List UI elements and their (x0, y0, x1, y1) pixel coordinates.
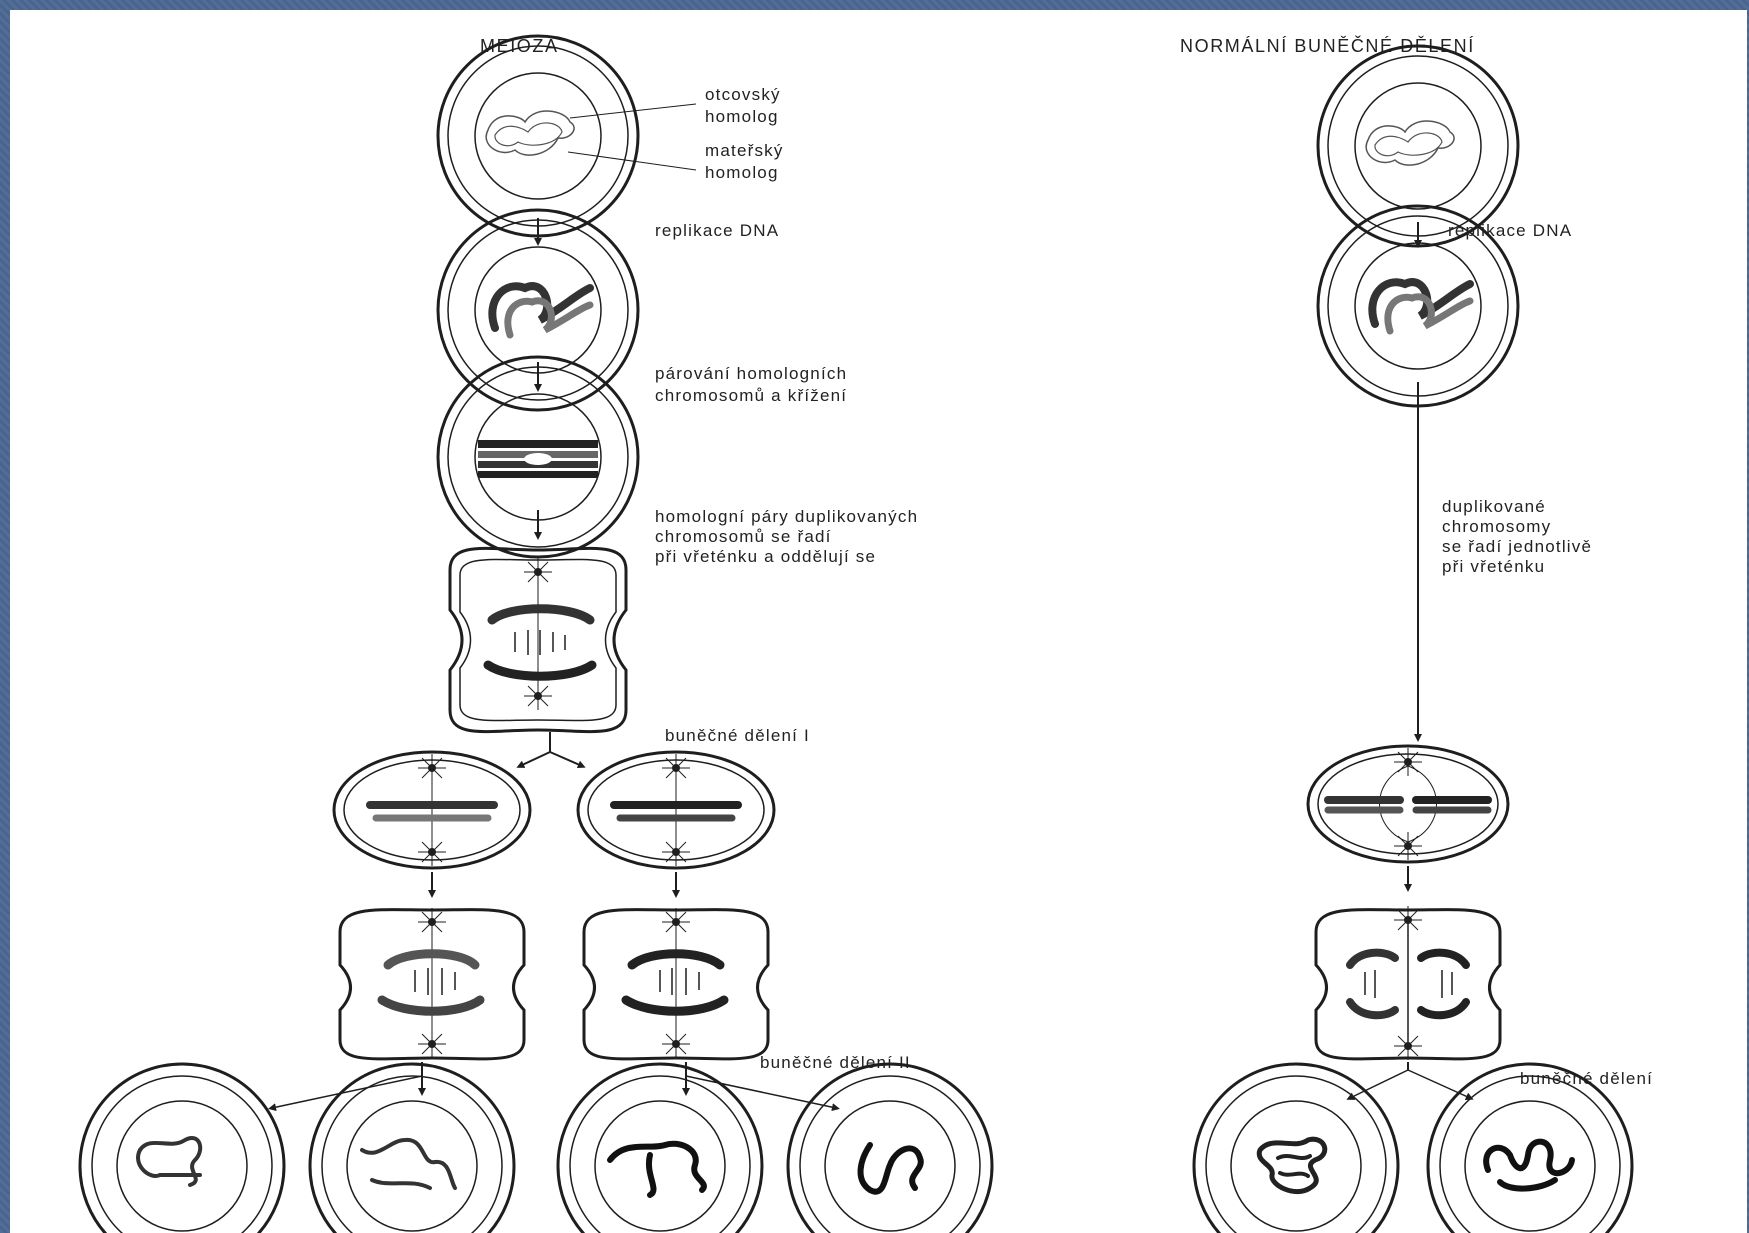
mitosis-alignment-label-2: chromosomy (1442, 517, 1551, 536)
meiosis-cell-initial (438, 36, 638, 236)
meiosis-gamete-3 (558, 1064, 762, 1233)
mitosis-alignment-label-3: se řadí jednotlivě (1442, 537, 1592, 556)
mitosis-division-label: buněčné dělení (1520, 1069, 1653, 1088)
mitosis-cell-metaphase (1308, 746, 1508, 862)
meiosis-alignment-label-2: chromosomů se řadí (655, 527, 832, 546)
meiosis-cell-metaphase-2-right (578, 752, 774, 868)
meiosis-pairing-label-1: párování homologních (655, 364, 847, 383)
paternal-homolog-label-1: otcovský (705, 85, 781, 104)
meiosis-gamete-4 (788, 1064, 992, 1233)
meiosis-cell-anaphase-2-right (584, 908, 768, 1059)
meiosis-cell-anaphase-2-left (340, 908, 524, 1059)
meiosis-cell-anaphase-1 (450, 548, 626, 731)
meiosis-gamete-2 (310, 1064, 514, 1233)
meiosis-split-arrows-2 (272, 1062, 836, 1108)
meiosis-replication-label: replikace DNA (655, 221, 779, 240)
meiosis-split-arrows-1 (520, 732, 582, 766)
mitosis-cell-anaphase (1316, 906, 1500, 1060)
meiosis-alignment-label-1: homologní páry duplikovaných (655, 507, 918, 526)
meiosis-division-1-label: buněčné dělení I (665, 726, 810, 745)
meiosis-alignment-label-3: při vřeténku a oddělují se (655, 547, 876, 566)
maternal-homolog-label-1: mateřský (705, 141, 784, 160)
meiosis-cell-metaphase-2-left (334, 752, 530, 868)
mitosis-alignment-label-1: duplikované (1442, 497, 1546, 516)
meiosis-pairing-label-2: chromosomů a křížení (655, 386, 847, 405)
mitosis-alignment-label-4: při vřeténku (1442, 557, 1545, 576)
meiosis-vs-mitosis-diagram: MEIOZA NORMÁLNÍ BUNĚČNÉ DĚLENÍ otcovský … (10, 10, 1747, 1233)
mitosis-daughter-2 (1428, 1064, 1632, 1233)
maternal-homolog-label-2: homolog (705, 163, 779, 182)
meiosis-division-2-label: buněčné dělení II (760, 1053, 911, 1072)
meiosis-gamete-1 (80, 1064, 284, 1233)
paternal-homolog-label-2: homolog (705, 107, 779, 126)
diagram-paper: MEIOZA NORMÁLNÍ BUNĚČNÉ DĚLENÍ otcovský … (10, 10, 1747, 1233)
